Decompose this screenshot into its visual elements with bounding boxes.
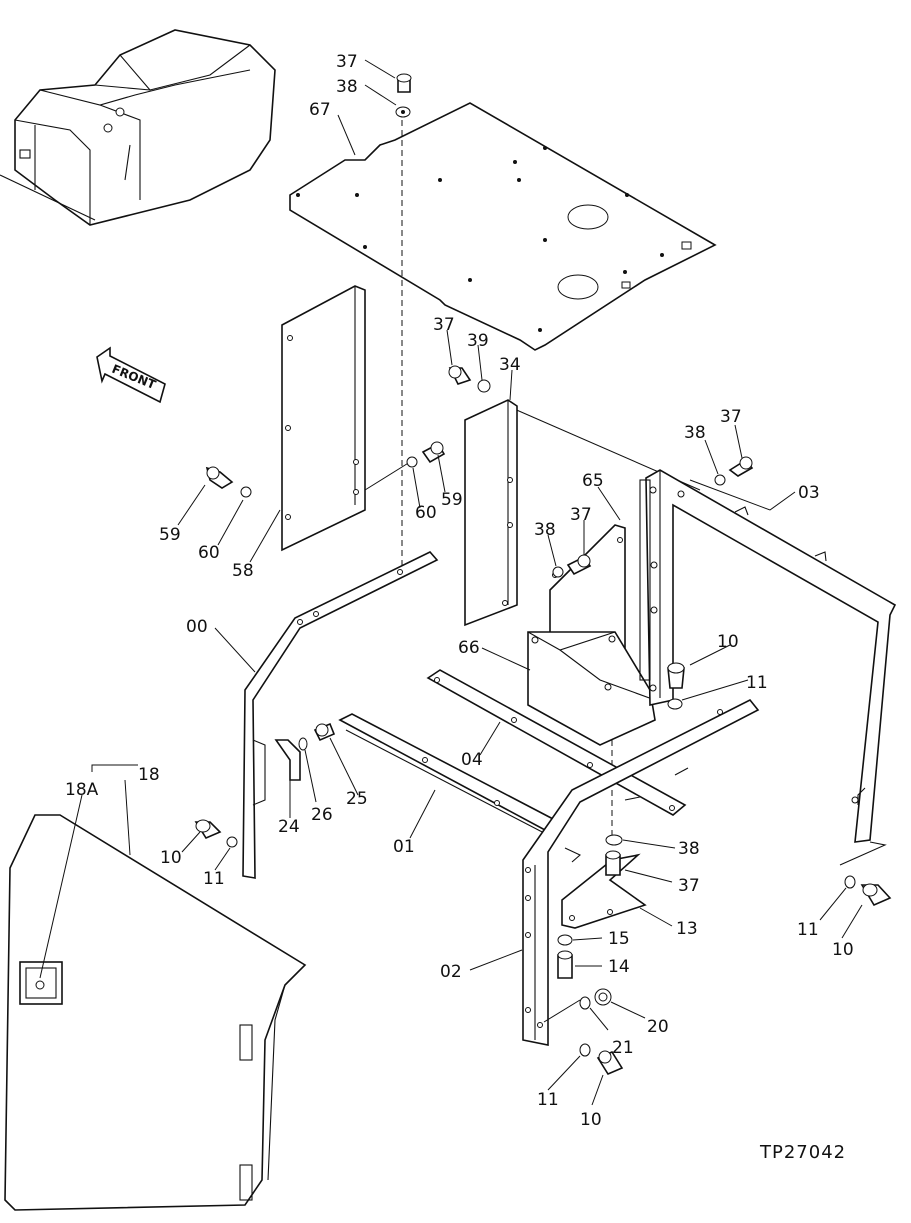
callout-20: 20 <box>647 1017 669 1037</box>
callout-04: 04 <box>461 750 483 770</box>
callout-59: 59 <box>441 490 463 510</box>
callout-00: 00 <box>186 617 208 637</box>
callout-01: 01 <box>393 837 415 857</box>
callout-11: 11 <box>797 920 819 940</box>
callout-18A: 18A <box>65 780 99 800</box>
callout-38: 38 <box>534 520 556 540</box>
part-34-bracket <box>464 399 518 627</box>
callout-38: 38 <box>336 77 358 97</box>
callout-37: 37 <box>720 407 742 427</box>
drawing-reference-number: TP27042 <box>759 1142 846 1163</box>
part-67-cover-plate <box>289 102 717 351</box>
callout-11: 11 <box>203 869 225 889</box>
callout-60: 60 <box>415 503 437 523</box>
callout-labels: 37 38 67 37 39 34 38 37 03 65 38 37 59 6… <box>65 52 854 1130</box>
callout-25: 25 <box>346 789 368 809</box>
callout-10: 10 <box>160 848 182 868</box>
fasteners <box>194 73 892 1076</box>
callout-13: 13 <box>676 919 698 939</box>
callout-38: 38 <box>684 423 706 443</box>
callout-67: 67 <box>309 100 331 120</box>
callout-65: 65 <box>582 471 604 491</box>
machine-overview-illustration <box>0 29 276 226</box>
callout-37: 37 <box>570 505 592 525</box>
part-66-box-bracket <box>527 631 656 746</box>
callout-39: 39 <box>467 331 489 351</box>
callout-18: 18 <box>138 765 160 785</box>
callout-59: 59 <box>159 525 181 545</box>
callout-03: 03 <box>798 483 820 503</box>
part-18-door-panel <box>4 814 307 1211</box>
callout-14: 14 <box>608 957 630 977</box>
callout-10: 10 <box>580 1110 602 1130</box>
part-02-front-frame <box>522 698 760 1046</box>
callout-58: 58 <box>232 561 254 581</box>
part-13-plate <box>561 853 647 929</box>
part-01-cross-member <box>338 713 557 836</box>
callout-37: 37 <box>433 315 455 335</box>
callout-21: 21 <box>612 1038 634 1058</box>
callout-15: 15 <box>608 929 630 949</box>
part-58-side-plate <box>281 285 366 552</box>
callout-10: 10 <box>832 940 854 960</box>
callout-38: 38 <box>678 839 700 859</box>
callout-10: 10 <box>717 632 739 652</box>
callout-60: 60 <box>198 543 220 563</box>
callout-26: 26 <box>311 805 333 825</box>
callout-37: 37 <box>336 52 358 72</box>
callout-37: 37 <box>678 876 700 896</box>
callout-11: 11 <box>746 673 768 693</box>
part-03-right-frame <box>639 469 897 866</box>
callout-66: 66 <box>458 638 480 658</box>
part-00-left-frame <box>242 551 439 879</box>
callout-24: 24 <box>278 817 300 837</box>
leader-lines <box>39 59 863 1106</box>
callout-11: 11 <box>537 1090 559 1110</box>
callout-34: 34 <box>499 355 521 375</box>
callout-02: 02 <box>440 962 462 982</box>
front-direction-arrow: FRONT <box>96 346 166 404</box>
